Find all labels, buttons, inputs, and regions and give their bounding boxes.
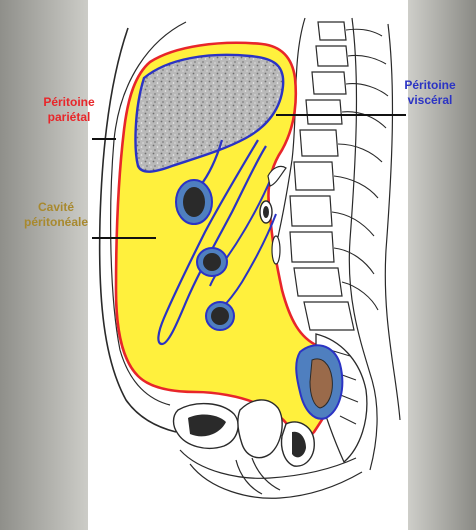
bowel-lumen-2 [203, 253, 221, 271]
mesentery-fold-1 [157, 139, 267, 346]
label-visceral-line2: viscéral [407, 93, 453, 107]
bladder-inner [188, 414, 226, 437]
label-parietal-line1: Péritoine [43, 95, 95, 109]
left-gray-band [0, 0, 92, 530]
kidney-core [263, 206, 269, 218]
bowel-lumen-3 [211, 307, 229, 325]
bowel-lumen-1 [183, 187, 205, 217]
label-parietal-line2: pariétal [47, 110, 91, 124]
pancreas-section [267, 165, 287, 187]
liver [134, 53, 285, 173]
label-cavite-peritoneale: Cavité péritonéale [6, 200, 106, 230]
vertebral-column [289, 21, 355, 331]
spinal-processes [331, 28, 389, 311]
vessel-section [271, 235, 281, 265]
label-cavite-line2: péritonéale [23, 215, 89, 229]
rectum-lumen [309, 358, 333, 409]
vaginal-canal [235, 459, 263, 495]
sacral-segments [329, 349, 359, 425]
back-skin-line [384, 23, 401, 421]
anterior-wall-outer [98, 27, 177, 433]
label-peritoine-visceral: Péritoine viscéral [384, 78, 476, 108]
uterus [237, 399, 283, 459]
pelvic-floor-line [179, 449, 357, 479]
label-cavite-line1: Cavité [37, 200, 75, 214]
spinal-canal-line [348, 17, 378, 471]
right-gray-band [404, 0, 476, 530]
anal-canal [251, 457, 281, 491]
perineum-line [189, 463, 363, 499]
label-visceral-line1: Péritoine [404, 78, 456, 92]
anterior-wall-inner [110, 21, 187, 406]
label-peritoine-parietal: Péritoine pariétal [14, 95, 124, 125]
rectal-ampulla-inner [292, 431, 306, 458]
